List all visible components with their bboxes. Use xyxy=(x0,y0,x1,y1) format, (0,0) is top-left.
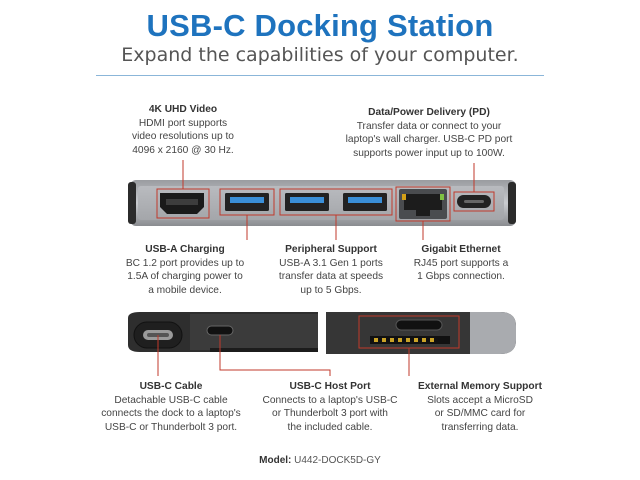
usb-a-charging-port xyxy=(225,193,269,211)
callout-host-line3: the included cable. xyxy=(287,421,373,433)
model-label: Model: xyxy=(259,455,292,466)
leader-lines xyxy=(157,160,475,376)
callout-charging-line3: a mobile device. xyxy=(148,284,222,296)
callout-charging-line2: 1.5A of charging power to xyxy=(127,271,243,282)
callout-cable-line2: connects the dock to a laptop's xyxy=(101,408,241,419)
callout-peripheral-line2: transfer data at speeds xyxy=(278,271,384,282)
callout-ethernet: Gigabit Ethernet RJ45 port supports a 1 … xyxy=(398,243,524,284)
callout-pd-line3: supports power input up to 100W. xyxy=(353,147,505,159)
callout-cable: USB-C Cable Detachable USB-C cable conne… xyxy=(96,380,246,434)
callout-memory-line3: transferring data. xyxy=(441,421,519,433)
callout-memory-line2: or SD/MMC card for xyxy=(434,408,526,419)
sd-card-slot xyxy=(370,336,450,344)
model-value: U442-DOCK5D-GY xyxy=(294,455,381,466)
callout-memory-heading: External Memory Support xyxy=(418,381,542,392)
microsd-slot xyxy=(395,319,443,331)
callout-host-line2: or Thunderbolt 3 port with xyxy=(272,408,388,419)
page-subtitle: Expand the capabilities of your computer… xyxy=(121,44,519,66)
rj45-port xyxy=(399,189,447,219)
host-leader xyxy=(219,335,331,376)
callout-peripheral-heading: Peripheral Support xyxy=(285,244,377,255)
callout-pd-line2: laptop's wall charger. USB-C PD port xyxy=(345,134,513,145)
callout-uhd-line3: 4096 x 2160 @ 30 Hz. xyxy=(132,144,234,156)
divider xyxy=(96,75,544,76)
callout-uhd-line2: video resolutions up to xyxy=(132,131,234,142)
callout-ethernet-line2: 1 Gbps connection. xyxy=(417,271,505,282)
callout-charging-line1: BC 1.2 port provides up to xyxy=(125,257,245,269)
callout-charging: USB-A Charging BC 1.2 port provides up t… xyxy=(122,243,248,297)
hdmi-port xyxy=(160,193,204,214)
callout-host-heading: USB-C Host Port xyxy=(289,381,371,392)
callout-pd-heading: Data/Power Delivery (PD) xyxy=(368,107,490,118)
callout-peripheral-line3: up to 5 Gbps. xyxy=(300,284,362,296)
callout-charging-heading: USB-A Charging xyxy=(145,244,225,255)
callout-memory: External Memory Support Slots accept a M… xyxy=(405,380,555,434)
callout-peripheral: Peripheral Support USB-A 3.1 Gen 1 ports… xyxy=(268,243,394,297)
callout-ethernet-line1: RJ45 port supports a xyxy=(413,257,509,269)
callout-cable-heading: USB-C Cable xyxy=(139,381,203,392)
usb-a-peripheral-port-1 xyxy=(285,193,329,211)
callout-cable-line1: Detachable USB-C cable xyxy=(114,394,228,406)
callout-uhd: 4K UHD Video HDMI port supports video re… xyxy=(120,103,246,157)
callout-host-line1: Connects to a laptop's USB-C xyxy=(262,394,398,406)
callout-uhd-line1: HDMI port supports xyxy=(138,117,228,129)
callout-pd: Data/Power Delivery (PD) Transfer data o… xyxy=(325,106,533,160)
usb-a-peripheral-port-2 xyxy=(343,193,387,211)
callout-uhd-heading: 4K UHD Video xyxy=(148,104,218,115)
callout-ethernet-heading: Gigabit Ethernet xyxy=(421,244,501,255)
callout-host: USB-C Host Port Connects to a laptop's U… xyxy=(256,380,404,434)
callout-pd-line1: Transfer data or connect to your xyxy=(356,120,502,132)
callout-peripheral-line1: USB-A 3.1 Gen 1 ports xyxy=(279,257,383,269)
usb-c-host-port xyxy=(206,325,234,336)
model-number: Model: U442-DOCK5D-GY xyxy=(0,455,640,466)
usb-c-pd-port xyxy=(457,195,491,208)
callout-memory-line1: Slots accept a MicroSD xyxy=(427,394,533,406)
page-title: USB-C Docking Station xyxy=(146,8,494,43)
callout-cable-line3: USB-C or Thunderbolt 3 port. xyxy=(104,421,238,433)
